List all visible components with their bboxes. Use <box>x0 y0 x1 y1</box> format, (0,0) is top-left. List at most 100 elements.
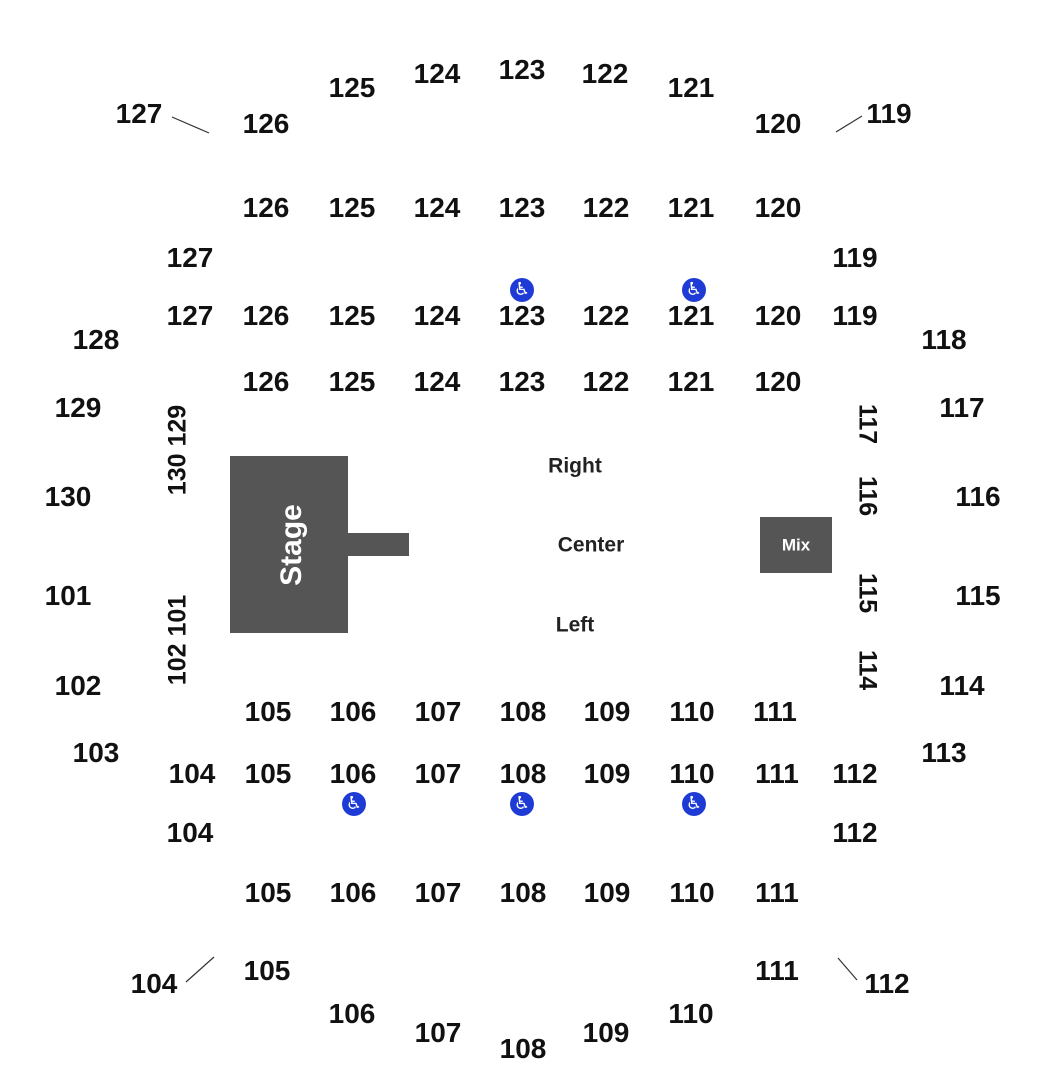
section-label[interactable]: 105 <box>244 877 292 908</box>
mix-label: Mix <box>781 535 811 555</box>
section-label[interactable]: 119 <box>832 300 878 331</box>
section-label[interactable]: 120 <box>754 192 802 223</box>
section-label[interactable]: 114 <box>853 649 882 691</box>
section-label[interactable]: 128 <box>72 324 120 355</box>
section-label[interactable]: 119 <box>832 242 878 273</box>
section-label[interactable]: 108 <box>499 696 547 727</box>
section-label[interactable]: 115 <box>955 580 1001 611</box>
section-label[interactable]: 116 <box>853 475 882 517</box>
section-label[interactable]: 115 <box>853 572 882 614</box>
section-label[interactable]: 101 <box>44 580 92 611</box>
floor-zone-center[interactable]: Center <box>557 533 625 557</box>
section-label[interactable]: 125 <box>328 72 376 103</box>
section-label[interactable]: 114 <box>939 670 985 701</box>
connector-line <box>171 116 210 134</box>
floor-zone-right[interactable]: Right <box>548 454 602 478</box>
section-label[interactable]: 106 <box>329 696 377 727</box>
section-label[interactable]: 127 <box>166 300 214 331</box>
wheelchair-accessible-icon: ♿ <box>510 278 534 302</box>
section-label[interactable]: 122 <box>581 58 629 89</box>
section-label[interactable]: 107 <box>414 1017 462 1048</box>
wheelchair-accessible-icon: ♿ <box>682 792 706 816</box>
section-label[interactable]: 110 <box>669 877 715 908</box>
section-label[interactable]: 121 <box>667 366 715 397</box>
connector-line <box>837 957 858 981</box>
section-label[interactable]: 125 <box>328 366 376 397</box>
section-label[interactable]: 126 <box>242 300 290 331</box>
section-label[interactable]: 111 <box>755 758 799 789</box>
section-label[interactable]: 105 <box>244 696 292 727</box>
section-label[interactable]: 124 <box>413 192 461 223</box>
section-label[interactable]: 125 <box>328 300 376 331</box>
section-label[interactable]: 102 <box>54 670 102 701</box>
section-label[interactable]: 106 <box>329 877 377 908</box>
section-label[interactable]: 126 <box>242 366 290 397</box>
section-label[interactable]: 105 <box>243 955 291 986</box>
section-label[interactable]: 109 <box>583 696 631 727</box>
section-label[interactable]: 129 <box>54 392 102 423</box>
section-label[interactable]: 106 <box>329 758 377 789</box>
section-label[interactable]: 121 <box>667 72 715 103</box>
section-label[interactable]: 108 <box>499 758 547 789</box>
section-label[interactable]: 126 <box>242 108 290 139</box>
section-label[interactable]: 130 <box>44 481 92 512</box>
section-label[interactable]: 108 <box>499 1033 547 1064</box>
section-label[interactable]: 112 <box>832 758 878 789</box>
stage-runway <box>348 533 409 556</box>
section-label[interactable]: 120 <box>754 300 802 331</box>
section-label[interactable]: 111 <box>753 696 797 727</box>
section-label[interactable]: 109 <box>583 877 631 908</box>
section-label[interactable]: 110 <box>669 696 715 727</box>
section-label[interactable]: 127 <box>166 242 214 273</box>
section-label[interactable]: 122 <box>582 192 630 223</box>
section-label[interactable]: 124 <box>413 58 461 89</box>
connector-line <box>835 115 863 133</box>
mix-booth[interactable] <box>760 517 832 573</box>
section-label[interactable]: 130 129 <box>163 404 192 496</box>
section-label[interactable]: 118 <box>921 324 967 355</box>
stage[interactable] <box>230 456 348 633</box>
section-label[interactable]: 103 <box>72 737 120 768</box>
section-label[interactable]: 111 <box>755 877 799 908</box>
section-label[interactable]: 111 <box>755 955 799 986</box>
section-label[interactable]: 110 <box>669 758 715 789</box>
section-label[interactable]: 124 <box>413 366 461 397</box>
floor-zone-left[interactable]: Left <box>555 613 595 637</box>
section-label[interactable]: 107 <box>414 758 462 789</box>
section-label[interactable]: 127 <box>115 98 163 129</box>
section-label[interactable]: 104 <box>168 758 216 789</box>
section-label[interactable]: 112 <box>832 817 878 848</box>
section-label[interactable]: 104 <box>130 968 178 999</box>
section-label[interactable]: 107 <box>414 696 462 727</box>
section-label[interactable]: 125 <box>328 192 376 223</box>
section-label[interactable]: 122 <box>582 366 630 397</box>
section-label[interactable]: 123 <box>498 54 546 85</box>
section-label[interactable]: 109 <box>582 1017 630 1048</box>
section-label[interactable]: 116 <box>955 481 1001 512</box>
wheelchair-accessible-icon: ♿ <box>682 278 706 302</box>
section-label[interactable]: 124 <box>413 300 461 331</box>
section-label[interactable]: 112 <box>864 968 910 999</box>
section-label[interactable]: 105 <box>244 758 292 789</box>
section-label[interactable]: 121 <box>667 300 715 331</box>
section-label[interactable]: 102 101 <box>163 594 192 686</box>
section-label[interactable]: 123 <box>498 366 546 397</box>
section-label[interactable]: 120 <box>754 108 802 139</box>
section-label[interactable]: 126 <box>242 192 290 223</box>
section-label[interactable]: 121 <box>667 192 715 223</box>
section-label[interactable]: 106 <box>328 998 376 1029</box>
section-label[interactable]: 123 <box>498 300 546 331</box>
section-label[interactable]: 108 <box>499 877 547 908</box>
section-label[interactable]: 104 <box>166 817 214 848</box>
section-label[interactable]: 117 <box>853 403 882 445</box>
section-label[interactable]: 117 <box>939 392 985 423</box>
section-label[interactable]: 107 <box>414 877 462 908</box>
section-label[interactable]: 109 <box>583 758 631 789</box>
section-label[interactable]: 120 <box>754 366 802 397</box>
section-label[interactable]: 119 <box>866 98 912 129</box>
section-label[interactable]: 113 <box>921 737 967 768</box>
section-label[interactable]: 123 <box>498 192 546 223</box>
section-label[interactable]: 110 <box>668 998 714 1029</box>
section-label[interactable]: 122 <box>582 300 630 331</box>
